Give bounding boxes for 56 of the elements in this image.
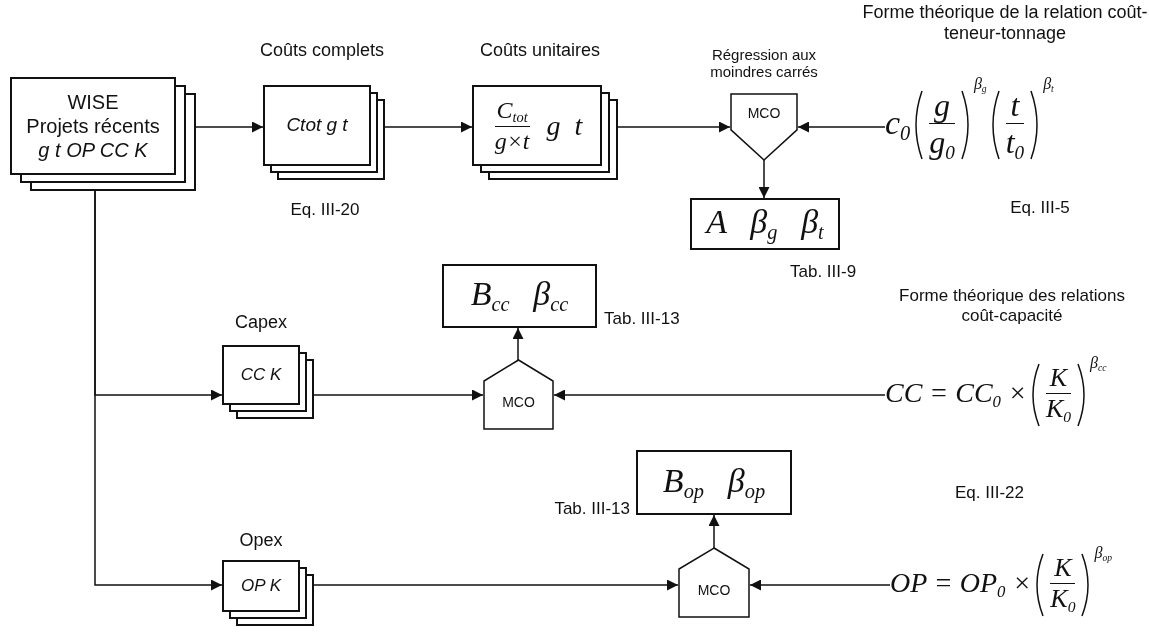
formula-term: K$_{0}$ <box>1045 396 1072 425</box>
exponent: β$_{op}$ <box>1094 544 1113 561</box>
formula-term: K$_{0}$ <box>1050 586 1076 615</box>
heading-text: Régression aux moindres carrés <box>709 46 819 81</box>
block-label: MCO <box>501 393 536 410</box>
reference-text: Tab. III-13 <box>553 499 630 519</box>
heading-text: Coûts complets <box>258 40 386 61</box>
formula-term: K <box>1049 365 1068 392</box>
formula-text: A β$_{g}$ β$_{t}$ <box>706 205 824 243</box>
arrow <box>749 579 891 591</box>
exponent: β$_{t}$ <box>1043 75 1054 92</box>
formula-term: CC = CC$_{0}$ × <box>885 379 1027 411</box>
arrow <box>553 389 886 401</box>
formula-term: g×t <box>494 129 530 154</box>
formula-text: B$_{cc}$ β$_{cc}$ <box>470 277 569 315</box>
formula-term: t <box>1010 88 1020 121</box>
formula-term: K <box>1054 555 1072 582</box>
variable-list: OP K <box>241 576 281 596</box>
block-label: MCO <box>696 581 732 598</box>
arrow <box>384 121 473 133</box>
arrow <box>797 121 886 133</box>
variable-list: CC K <box>240 365 282 385</box>
formula-term: g <box>934 88 951 121</box>
arrow <box>94 190 223 591</box>
exponent: β$_{g}$ <box>973 75 987 92</box>
source-text: WISE <box>67 91 119 113</box>
formula-term: OP = OP$_{0}$ × <box>890 569 1032 601</box>
arrow <box>758 159 770 199</box>
reference-text: Tab. III-13 <box>604 309 681 329</box>
formula-term: g$_{0}$ <box>929 125 955 162</box>
exponent: β$_{cc}$ <box>1090 354 1107 371</box>
arrow <box>313 389 484 401</box>
formula-term: g <box>546 111 561 140</box>
arrow <box>195 121 264 133</box>
reference-text: Eq. III-22 <box>955 483 1025 503</box>
heading-text: Opex <box>238 530 284 551</box>
arrow <box>708 514 720 549</box>
variable-list: Ctot g t <box>286 115 348 136</box>
reference-text: Eq. III-5 <box>1009 198 1071 218</box>
arrow <box>617 121 731 133</box>
arrow <box>512 327 524 361</box>
heading-text: Capex <box>234 312 288 333</box>
formula-term: t$_{0}$ <box>1005 125 1025 162</box>
formula-term: t <box>574 111 583 140</box>
heading-text: Forme théorique de la relation coût-teneur-tonnage <box>861 2 1149 44</box>
reference-text: Tab. III-9 <box>790 262 858 282</box>
source-text: Projets récents <box>26 115 160 137</box>
arrow <box>313 579 679 591</box>
formula-term: C$_{tot}$ <box>496 97 528 125</box>
formula-term: c$_{0}$ <box>885 106 911 144</box>
block-label: MCO <box>746 105 782 121</box>
variable-list: g t OP CC K <box>38 139 148 161</box>
reference-text: Eq. III-20 <box>289 200 361 220</box>
heading-text: Coûts unitaires <box>478 40 602 61</box>
formula-text: B$_{op}$ β$_{op}$ <box>662 463 766 502</box>
heading-text: Forme théorique des relations coût-capacité <box>898 286 1126 326</box>
